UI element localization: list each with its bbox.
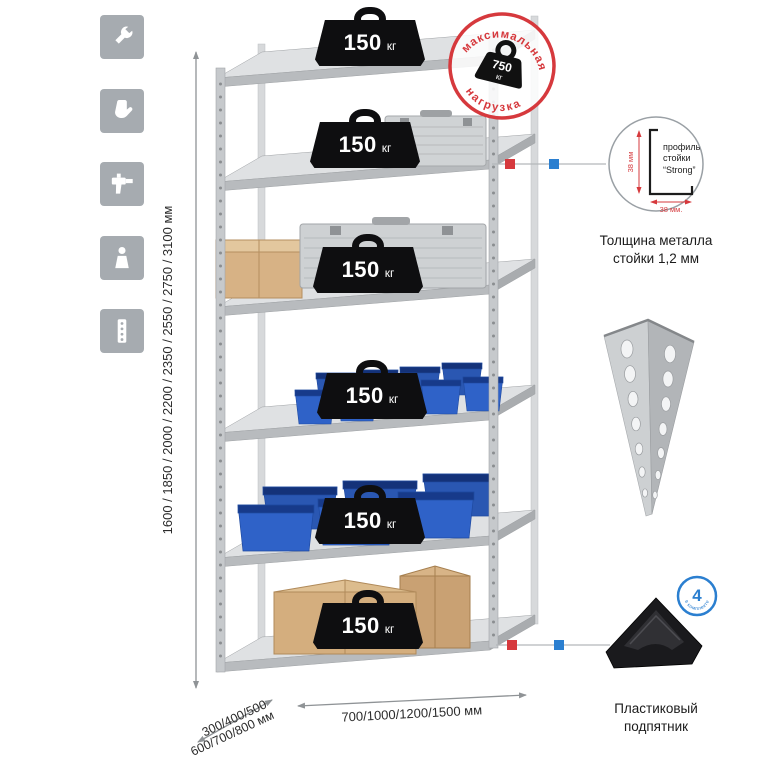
- profile-label-2: стойки: [663, 153, 691, 163]
- width-dimension-label: 700/1000/1200/1500 мм: [341, 702, 482, 724]
- gloves-icon: [115, 99, 133, 118]
- profile-label-3: “Strong”: [663, 165, 696, 175]
- wrench-icon: [115, 26, 133, 44]
- cardboard-box-shelf3: [215, 239, 303, 299]
- depth-dimension: 300/400/500 600/700/800 мм: [188, 697, 276, 758]
- profile-label-1: профиль: [663, 142, 701, 152]
- stamp-unit: кг: [495, 72, 503, 82]
- blue-marker-square: [549, 159, 559, 169]
- profile-dim-horizontal: 38 мм.: [660, 205, 683, 214]
- red-marker-square: [507, 640, 517, 650]
- foot-caption: Пластиковый подпятник: [614, 701, 698, 734]
- profile-cross-section: [648, 128, 694, 196]
- quantity-badge: 4 в комплекте: [676, 575, 718, 617]
- stamp-weight-icon: 750 кг: [474, 39, 522, 89]
- foot-connector: [496, 640, 610, 650]
- profile-caption: Толщина металла стойки 1,2 мм: [599, 233, 713, 266]
- drill-icon: [111, 173, 133, 194]
- red-marker-square: [505, 159, 515, 169]
- height-dimension-label: 1600 / 1850 / 2000 / 2200 / 2350 / 2550 …: [160, 206, 175, 535]
- plastic-foot-photo: [605, 597, 703, 669]
- feature-wrench: [100, 15, 144, 59]
- profile-connector: [492, 159, 606, 169]
- blue-marker-square: [554, 640, 564, 650]
- person-icon: [115, 246, 129, 269]
- max-load-stamp: максимальная нагрузка 750 кг: [448, 12, 556, 120]
- feature-drill: [100, 162, 144, 206]
- width-dimension: 700/1000/1200/1500 мм: [297, 692, 527, 725]
- corner-post-photo: [603, 318, 695, 517]
- quantity-badge-value: 4: [692, 586, 702, 605]
- feature-person: [100, 236, 144, 280]
- perforated-post-icon: [117, 319, 127, 343]
- profile-detail: 38 мм 38 мм. профиль стойки “Strong”: [608, 116, 704, 214]
- profile-dim-vertical: 38 мм: [626, 152, 635, 173]
- feature-gloves: [100, 89, 144, 133]
- feature-post: [100, 309, 144, 353]
- height-dimension: 1600 / 1850 / 2000 / 2200 / 2350 / 2550 …: [160, 51, 199, 689]
- stamp-value: 750: [491, 57, 514, 76]
